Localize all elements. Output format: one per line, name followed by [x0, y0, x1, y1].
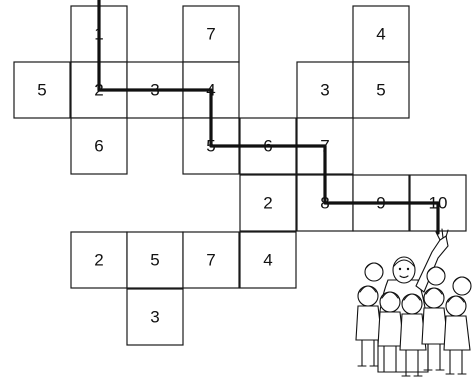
grid-cell: 7 [183, 232, 239, 288]
teacher-and-children-illustration [356, 229, 471, 376]
grid-cell: 2 [240, 175, 296, 231]
cell-number: 5 [376, 81, 385, 100]
cell-number: 4 [263, 251, 272, 270]
cell-number: 6 [94, 137, 103, 156]
grid-cell: 5 [14, 62, 70, 118]
grid-cell: 6 [71, 118, 127, 174]
cell-number: 2 [263, 194, 272, 213]
cell-number: 2 [94, 251, 103, 270]
grid-cell: 3 [127, 289, 183, 345]
grid-cell: 7 [183, 6, 239, 62]
grid-cell: 5 [353, 62, 409, 118]
grid-cell: 3 [297, 62, 353, 118]
cell-number: 4 [376, 25, 385, 44]
cell-number: 5 [37, 81, 46, 100]
cell-number: 3 [150, 308, 159, 327]
cell-number: 7 [206, 251, 215, 270]
grid-cell: 2 [71, 232, 127, 288]
grid-cell: 4 [353, 6, 409, 62]
grid-cell: 5 [127, 232, 183, 288]
grid-cell: 4 [240, 232, 296, 288]
cell-number: 5 [150, 251, 159, 270]
cell-number: 3 [320, 81, 329, 100]
cell-number: 7 [206, 25, 215, 44]
